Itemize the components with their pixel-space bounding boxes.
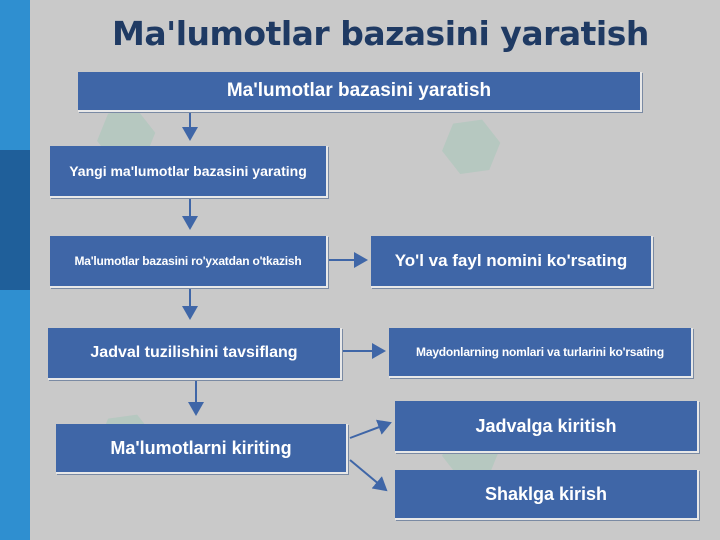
note-box-label: Jadvalga kiritish: [475, 415, 617, 436]
note-box-label: Shaklga kirish: [484, 483, 608, 504]
step-box-label: Ma'lumotlar bazasini ro'yxatdan o'tkazis…: [74, 254, 302, 268]
note-box-field-names: Maydonlarning nomlari va turlarini ko'rs…: [389, 328, 693, 378]
note-box-label: Maydonlarning nomlari va turlarini ko'rs…: [416, 345, 664, 359]
arrow-step4-to-table-entry: [349, 419, 392, 439]
sidebar-band-top: [0, 0, 30, 150]
page-title: Ma'lumotlar bazasini yaratish: [112, 14, 649, 53]
note-box-form-entry: Shaklga kirish: [395, 470, 699, 520]
step-box-new-database: Yangi ma'lumotlar bazasini yarating: [50, 146, 328, 198]
sidebar-accent: [0, 0, 30, 540]
note-box-path-filename: Yo'l va fayl nomini ko'rsating: [371, 236, 653, 288]
note-box-table-entry: Jadvalga kiritish: [395, 401, 699, 453]
root-box-label: Ma'lumotlar bazasini yaratish: [226, 80, 492, 101]
step-box-register-database: Ma'lumotlar bazasini ro'yxatdan o'tkazis…: [50, 236, 328, 288]
arrow-step4-to-form-entry: [349, 459, 388, 492]
step-box-label: Yangi ma'lumotlar bazasini yarating: [69, 163, 307, 179]
step-box-label: Ma'lumotlarni kiriting: [110, 437, 292, 458]
sidebar-band-middle: [0, 150, 30, 290]
step-box-enter-data: Ma'lumotlarni kiriting: [56, 424, 348, 474]
note-box-label: Yo'l va fayl nomini ko'rsating: [394, 251, 628, 270]
root-box: Ma'lumotlar bazasini yaratish: [78, 72, 642, 112]
sidebar-band-bottom: [0, 290, 30, 540]
step-box-table-structure: Jadval tuzilishini tavsiflang: [48, 328, 342, 380]
step-box-label: Jadval tuzilishini tavsiflang: [90, 344, 298, 361]
